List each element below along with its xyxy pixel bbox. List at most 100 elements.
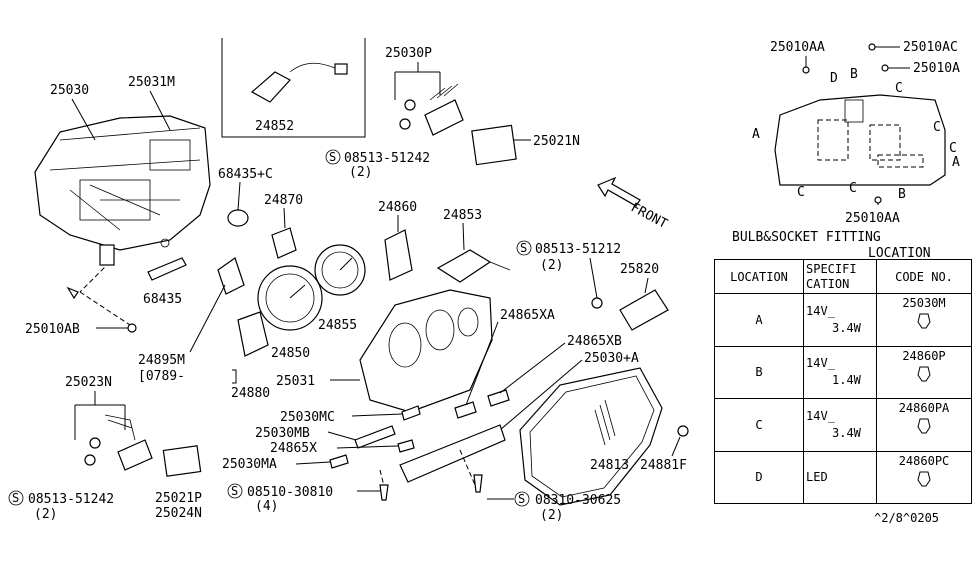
screw-icon [127, 323, 137, 333]
bulb-icon [917, 471, 931, 486]
part-24860 [384, 229, 413, 281]
spec-voltage: 14V [806, 356, 828, 371]
cell-spec: 14V_ 3.4W [803, 398, 877, 452]
spec-type: LED [806, 469, 828, 484]
label-25030: 25030 [50, 83, 89, 98]
label-25023N: 25023N [65, 375, 112, 390]
cell-location: A [714, 293, 804, 347]
header-spec-line2: CATION [806, 276, 850, 291]
spec-wattage: 3.4W [832, 425, 861, 440]
bulb-table-title: BULB&SOCKET FITTING [732, 230, 881, 245]
bezel-25031 [359, 289, 493, 413]
screw-icon [868, 43, 876, 51]
code-number: 24860P [902, 348, 946, 363]
part-24865X [397, 439, 415, 453]
spec-wattage: 1.4W [832, 373, 861, 388]
loc-B1: B [850, 67, 858, 82]
loc-A2: A [952, 155, 960, 170]
label-25010AB: 25010AB [25, 322, 80, 337]
loc-A1: A [752, 127, 760, 142]
code-number: 24860PC [898, 453, 950, 468]
bulb-icon [917, 366, 931, 381]
note-24895M: [0789- [138, 369, 185, 384]
screw-icon [881, 64, 889, 72]
cell-spec: 14V_ 3.4W [803, 293, 877, 347]
label-25030P: 25030P [385, 46, 432, 61]
cell-location: C [714, 398, 804, 452]
footer-code: ^2/8^0205 [874, 511, 939, 525]
spec-voltage: 14V [806, 303, 828, 318]
strip-68435 [147, 257, 187, 281]
qty-08513-51242-c: (2) [34, 507, 57, 522]
screw-symbol-label: S [520, 241, 527, 255]
label-25010AA-top: 25010AA [770, 40, 825, 55]
label-24865X: 24865X [270, 441, 317, 456]
cell-spec: LED [803, 450, 877, 504]
loc-B2: B [898, 187, 906, 202]
label-08513-51242-c: 08513-51242 [28, 492, 114, 507]
screw-symbol-label: S [231, 484, 238, 498]
label-24855: 24855 [318, 318, 357, 333]
loc-C4: C [849, 181, 857, 196]
plate-lower [399, 424, 506, 483]
label-24860: 24860 [378, 200, 417, 215]
clip-24881F-icon [677, 425, 689, 437]
screw-symbol-label: S [518, 492, 525, 506]
bulb-socket-table: LOCATION SPECIFI CATION CODE NO. A 14V_ … [714, 259, 972, 504]
part-24853 [436, 249, 492, 283]
screw-symbol-icon [227, 483, 243, 499]
label-24865XB: 24865XB [567, 334, 622, 349]
label-25010AC: 25010AC [903, 40, 958, 55]
screw-symbol-icon [514, 491, 530, 507]
clip-icon [66, 286, 79, 300]
label-24895M: 24895M [138, 353, 185, 368]
label-24880: 24880 [231, 386, 270, 401]
label-24865XA: 24865XA [500, 308, 555, 323]
qty-08310-30625: (2) [540, 508, 563, 523]
label-front: FRONT [628, 200, 670, 232]
label-08513-51242-a: 08513-51242 [344, 151, 430, 166]
cluster-rear-view [774, 94, 946, 186]
label-25021P: 25021P [155, 491, 202, 506]
bulb-icon [917, 313, 931, 329]
harness-25023N [84, 414, 153, 471]
code-number: 24860PA [898, 401, 950, 415]
cell-code: 24860PA [876, 398, 972, 452]
label-08513-51212: 08513-51212 [535, 242, 621, 257]
code-number: 25030M [902, 296, 946, 310]
part-25030MB [354, 425, 396, 449]
screw-symbol-label: S [12, 491, 19, 505]
cluster-housing-25030 [34, 115, 211, 251]
cell-location: D [714, 450, 804, 504]
label-25031: 25031 [276, 374, 315, 389]
cell-code: 24860P [876, 345, 972, 399]
card-25021P [162, 445, 202, 477]
screw-icon [591, 297, 603, 309]
bulb-table-subtitle: LOCATION [868, 246, 931, 261]
qty-08510-30810: (4) [255, 499, 278, 514]
label-25024N: 25024N [155, 506, 202, 521]
header-location: LOCATION [714, 259, 804, 294]
bracket [99, 244, 115, 266]
table-row: B 14V_ 1.4W 24860P [714, 345, 972, 399]
screw-symbol-icon [325, 149, 341, 165]
screw-symbol-label: S [329, 150, 336, 164]
cell-code: 24860PC [876, 450, 972, 504]
cell-spec: 14V_ 1.4W [803, 345, 877, 399]
label-24813: 24813 [590, 458, 629, 473]
label-24881F: 24881F [640, 458, 687, 473]
front-arrow-icon [597, 176, 641, 207]
label-25820: 25820 [620, 262, 659, 277]
table-row: D LED 24860PC [714, 450, 972, 504]
part-24870 [271, 227, 297, 259]
loc-C2: C [949, 141, 957, 156]
part-24880 [237, 311, 269, 357]
cell-location: B [714, 345, 804, 399]
header-spec-line1: SPECIFI [806, 261, 857, 276]
label-25021N: 25021N [533, 134, 580, 149]
screw-icon [802, 66, 810, 74]
label-68435C: 68435+C [218, 167, 273, 182]
screw-symbol-icon [516, 240, 532, 256]
part-24895M [217, 257, 245, 295]
label-25030MC: 25030MC [280, 410, 335, 425]
